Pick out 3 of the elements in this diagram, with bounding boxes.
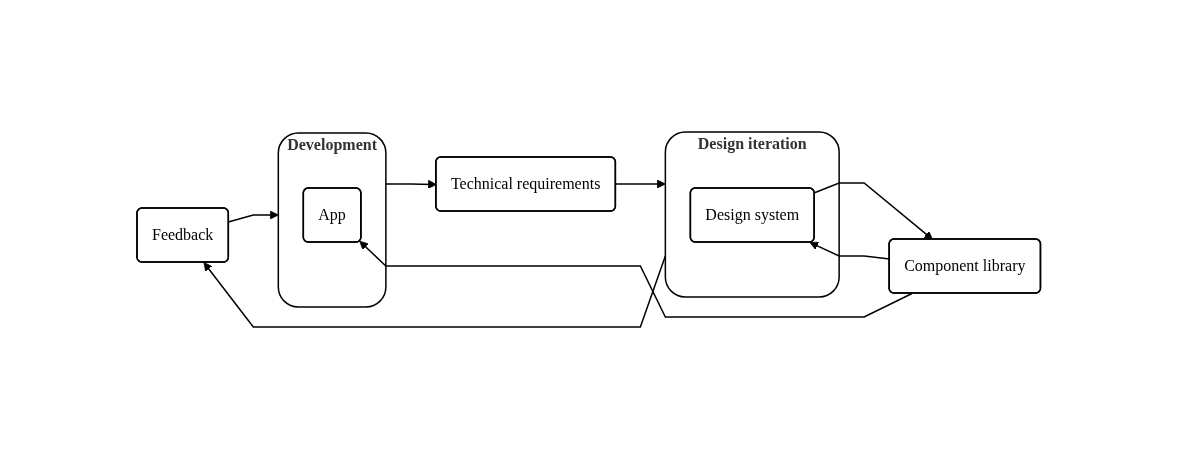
arrow (359, 240, 913, 318)
arrow (203, 255, 666, 328)
arrow (813, 182, 933, 240)
